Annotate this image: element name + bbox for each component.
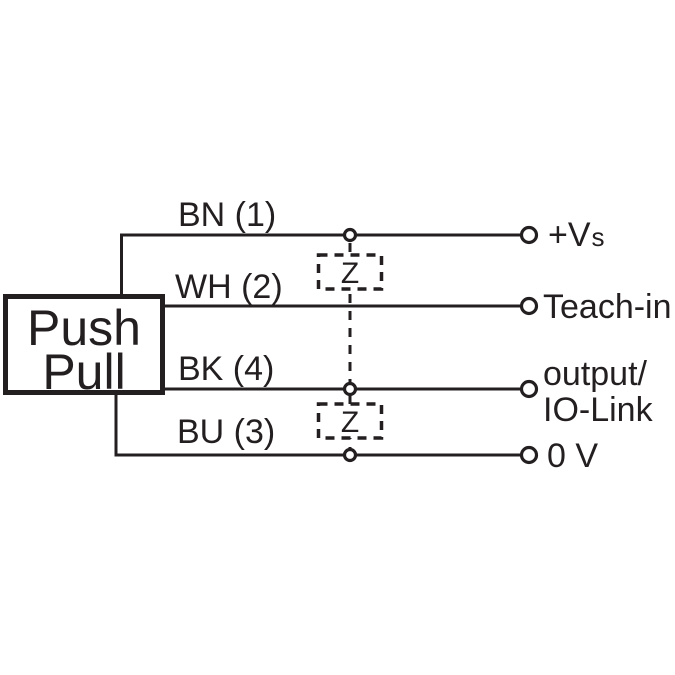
terminal-circle-output: [519, 379, 539, 399]
wire-bu: [114, 393, 521, 457]
terminal-circle-0v: [519, 445, 539, 465]
zener-label-bottom: Z: [341, 406, 359, 439]
terminal-label-vs-main: +V: [548, 216, 591, 254]
push-pull-box: [3, 294, 165, 395]
wire-label-bk: BK (4): [178, 350, 274, 388]
terminal-label-vs-sub: s: [592, 222, 605, 252]
terminal-label-0v: 0 V: [547, 437, 598, 475]
junction-dot-bn: [342, 227, 358, 243]
push-pull-label-line2: Pull: [42, 344, 125, 400]
junction-dot-bu: [342, 447, 358, 463]
push-pull-label-line1: Push: [27, 300, 141, 356]
junction-dot-bk: [342, 381, 358, 397]
wire-label-wh: WH (2): [175, 268, 283, 306]
terminal-label-output-line2: IO-Link: [543, 391, 654, 429]
zener-box-bottom: [316, 402, 384, 440]
terminal-circle-teach-in: [519, 296, 539, 316]
terminal-label-output-line1: output/: [543, 355, 648, 393]
zener-label-top: Z: [341, 257, 359, 290]
terminal-circle-vs: [519, 225, 539, 245]
zener-box-top: [316, 253, 384, 291]
wire-label-bu: BU (3): [177, 413, 275, 451]
wire-label-bn: BN (1): [178, 196, 276, 234]
wire-bn: [120, 233, 521, 297]
terminal-label-vs: +Vs: [548, 216, 605, 254]
terminal-label-teach-in: Teach-in: [543, 288, 672, 326]
